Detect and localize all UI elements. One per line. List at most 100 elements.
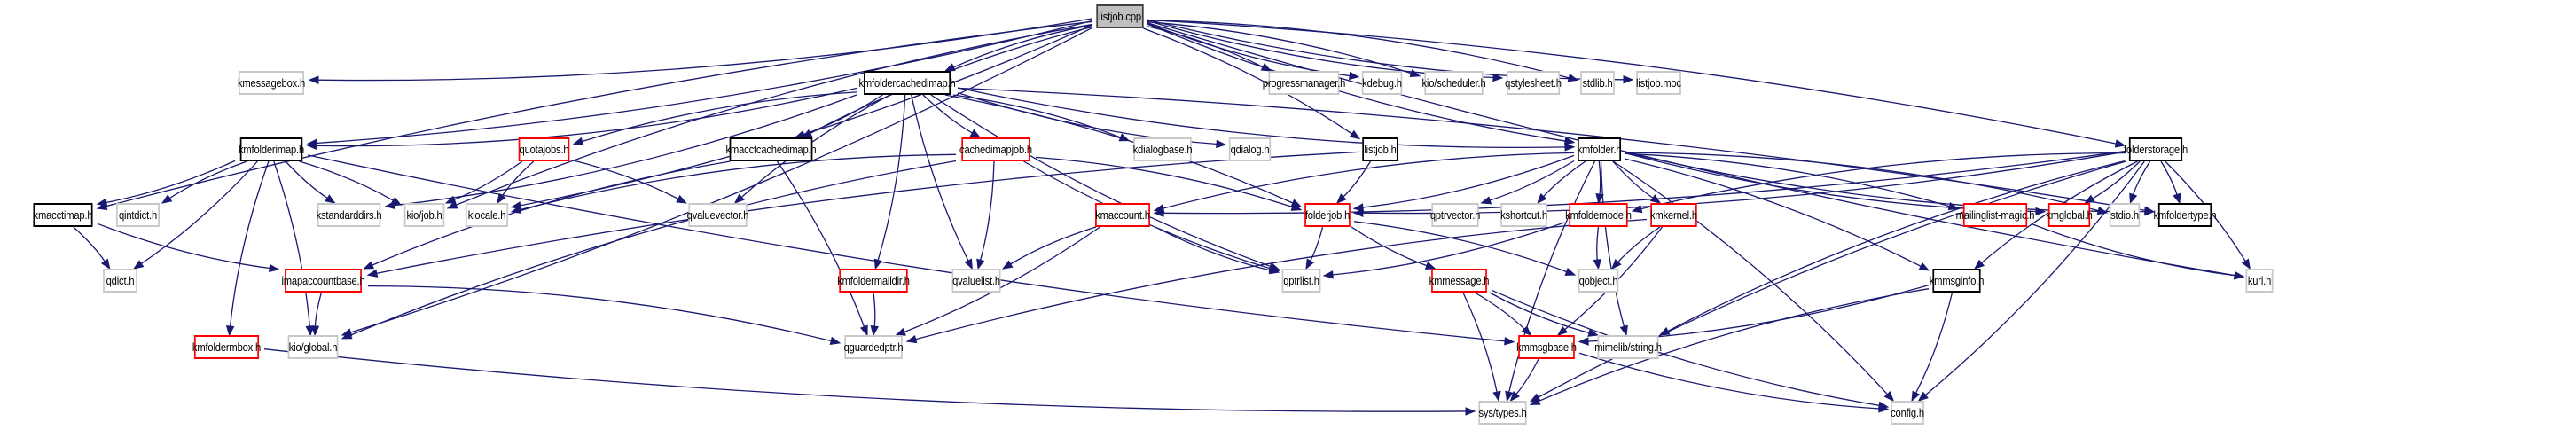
arrowhead-kmaccount-to-qguardedptr bbox=[895, 327, 906, 336]
arrowhead-kmfoldercachedimap-to-qvaluelist bbox=[964, 258, 973, 270]
node-kdebug-h[interactable]: kdebug.h bbox=[1361, 71, 1403, 95]
node-mimelib-string-h[interactable]: mimelib/string.h bbox=[1594, 335, 1662, 359]
node-kmacctimap-h[interactable]: kmacctimap.h bbox=[33, 203, 93, 227]
edge-listjob_cpp-to-stdlib bbox=[1147, 20, 1570, 79]
edge-kmacctcachedimap-to-qguardedptr bbox=[776, 160, 865, 328]
node-kmkernel-h[interactable]: kmkernel.h bbox=[1650, 203, 1697, 227]
arrowhead-listjob_h-to-imapaccountbase bbox=[366, 269, 379, 278]
node-kmfolder-h[interactable]: kmfolder.h bbox=[1578, 137, 1622, 161]
node-qptrvector-h[interactable]: qptrvector.h bbox=[1430, 203, 1480, 227]
node-qstylesheet-h[interactable]: qstylesheet.h bbox=[1505, 71, 1562, 95]
arrowhead-kmfolder-to-kmglobal bbox=[2035, 207, 2047, 216]
node-config-h[interactable]: config.h bbox=[1891, 401, 1924, 425]
arrowhead-kmmsginfo-to-sys_types bbox=[1529, 396, 1541, 405]
node-stdlib-h[interactable]: stdlib.h bbox=[1580, 71, 1615, 95]
node-kmessagebox-h[interactable]: kmessagebox.h bbox=[238, 71, 305, 95]
edge-kmfolderimap-to-qintdict bbox=[168, 160, 247, 199]
node-kmfoldercachedimap-h[interactable]: kmfoldercachedimap.h bbox=[858, 71, 956, 95]
edge-kmfoldercachedimap-to-kmfolder bbox=[957, 87, 1567, 149]
edge-kmfoldercachedimap-to-cachedimapjob bbox=[922, 94, 974, 135]
arrowhead-kmmsginfo-to-config bbox=[1911, 390, 1921, 403]
node-kdialogbase-h[interactable]: kdialogbase.h bbox=[1133, 137, 1193, 161]
node-listjob-cpp[interactable]: listjob.cpp bbox=[1096, 4, 1144, 28]
arrowhead-kmfolderimap-to-kio_job bbox=[390, 196, 403, 206]
node-kshortcut-h[interactable]: kshortcut.h bbox=[1500, 203, 1547, 227]
edge-kmmsginfo-to-kmmsgbase bbox=[1586, 284, 1930, 342]
node-kstandarddirs-h[interactable]: kstandarddirs.h bbox=[317, 203, 382, 227]
node-qvaluelist-h[interactable]: qvaluelist.h bbox=[951, 269, 1001, 293]
node-qobject-h[interactable]: qobject.h bbox=[1578, 269, 1619, 293]
edge-kmfolderimap-to-kstandarddirs bbox=[285, 160, 329, 199]
node-qintdict-h[interactable]: qintdict.h bbox=[115, 203, 161, 227]
arrowhead-kmfolder-to-sys_types bbox=[1505, 390, 1514, 403]
edge-kmfolderimap-to-kmfoldermbox bbox=[229, 160, 270, 328]
edge-listjob_h-to-folderjob bbox=[1342, 160, 1372, 199]
arrowhead-mailinglist_magic-to-kurl bbox=[2234, 271, 2245, 280]
node-imapaccountbase-h[interactable]: imapaccountbase.h bbox=[281, 269, 365, 293]
edge-kmfoldercachedimap-to-folderjob bbox=[944, 94, 1295, 204]
edge-listjob_cpp-to-listjob_h bbox=[1143, 27, 1353, 136]
node-qvaluevector-h[interactable]: qvaluevector.h bbox=[687, 203, 749, 227]
node-kio-global-h[interactable]: kio/global.h bbox=[287, 335, 339, 359]
node-kmaccount-h[interactable]: kmaccount.h bbox=[1095, 203, 1150, 227]
arrowhead-kmfoldercachedimap-to-kmfolder bbox=[1564, 143, 1576, 152]
node-kmmessage-h[interactable]: kmmessage.h bbox=[1429, 269, 1490, 293]
edge-kmfoldercachedimap-to-kmfoldermaildir bbox=[877, 94, 906, 262]
node-qdict-h[interactable]: qdict.h bbox=[103, 269, 137, 293]
arrowhead-kmmessage-to-sys_types bbox=[1492, 390, 1501, 403]
node-kmmsginfo-h[interactable]: kmmsginfo.h bbox=[1930, 269, 1984, 293]
node-klocale-h[interactable]: klocale.h bbox=[465, 203, 509, 227]
arrowhead-kmfolderimap-to-kio_global bbox=[305, 325, 314, 337]
edge-folderstorage-to-config bbox=[1924, 160, 2145, 396]
node-kmglobal-h[interactable]: kmglobal.h bbox=[2046, 203, 2093, 227]
arrowhead-kmfolder-to-kmmsginfo bbox=[1918, 262, 1930, 271]
node-listjob-h[interactable]: listjob.h bbox=[1362, 137, 1398, 161]
node-kio-scheduler-h[interactable]: kio/scheduler.h bbox=[1422, 71, 1486, 95]
node-kurl-h[interactable]: kurl.h bbox=[2245, 269, 2274, 293]
edge-folderjob-to-kmmessage bbox=[1351, 226, 1429, 267]
edge-kmfolderimap-to-qdict bbox=[140, 160, 258, 265]
node-qptrlist-h[interactable]: qptrlist.h bbox=[1281, 269, 1321, 293]
node-qdialog-h[interactable]: qdialog.h bbox=[1228, 137, 1272, 161]
arrowhead-listjob_cpp-to-kdebug bbox=[1349, 71, 1360, 81]
node-listjob-moc[interactable]: listjob.moc bbox=[1636, 71, 1681, 95]
node-mailinglist-magic-h[interactable]: mailinglist-magic.h bbox=[1956, 203, 2035, 227]
node-kmacctcachedimap-h[interactable]: kmacctcachedimap.h bbox=[726, 137, 817, 161]
node-qguardedptr-h[interactable]: qguardedptr.h bbox=[844, 335, 904, 359]
edge-kmfoldermbox-to-sys_types bbox=[263, 348, 1468, 412]
edge-kmfolder-to-kmmsginfo bbox=[1624, 158, 1922, 268]
node-sys-types-h[interactable]: sys/types.h bbox=[1478, 401, 1527, 425]
node-kmfoldermbox-h[interactable]: kmfoldermbox.h bbox=[192, 335, 261, 359]
node-folderstorage-h[interactable]: folderstorage.h bbox=[2124, 137, 2188, 161]
arrowhead-quotajobs-to-qvaluevector bbox=[676, 194, 687, 204]
arrowhead-kmfoldercachedimap-to-kdialogbase bbox=[1118, 133, 1131, 142]
node-kmfoldertype-h[interactable]: kmfoldertype.h bbox=[2154, 203, 2217, 227]
edge-kmfoldercachedimap-to-qptrlist bbox=[930, 94, 1272, 268]
arrowhead-kmmsgbase-to-sys_types bbox=[1509, 390, 1520, 403]
node-cachedimapjob-h[interactable]: cachedimapjob.h bbox=[959, 137, 1032, 161]
arrowhead-listjob_cpp-to-qstylesheet bbox=[1492, 73, 1504, 82]
arrowhead-kmfolderimap-to-kstandarddirs bbox=[325, 194, 336, 204]
edge-kmmsgbase-to-config bbox=[1578, 352, 1881, 410]
node-kmmsgbase-h[interactable]: kmmsgbase.h bbox=[1516, 335, 1577, 359]
node-kmfoldermaildir-h[interactable]: kmfoldermaildir.h bbox=[837, 269, 910, 293]
node-kmfolderimap-h[interactable]: kmfolderimap.h bbox=[239, 137, 304, 161]
node-kmfoldernode-h[interactable]: kmfoldernode.h bbox=[1565, 203, 1632, 227]
arrowhead-folderstorage-to-kmfoldertype bbox=[2173, 192, 2181, 205]
edge-quotajobs-to-klocale bbox=[501, 160, 535, 197]
edge-listjob_cpp-to-kio_global bbox=[349, 27, 1093, 333]
arrowhead-folderstorage-to-mimelib_string bbox=[1658, 326, 1671, 336]
arrowhead-folderstorage-to-stdio bbox=[2129, 192, 2138, 205]
edge-kmfolderimap-to-kio_global bbox=[273, 160, 311, 328]
arrowhead-kmfolder-to-mimelib_string bbox=[1619, 324, 1628, 337]
edge-kmfolder-to-kmaccount bbox=[1162, 152, 1575, 209]
node-stdio-h[interactable]: stdio.h bbox=[2109, 203, 2141, 227]
arrowhead-kmmessage-to-mimelib_string bbox=[1587, 328, 1600, 337]
node-folderjob-h[interactable]: folderjob.h bbox=[1304, 203, 1351, 227]
node-progressmanager-h[interactable]: progressmanager.h bbox=[1263, 71, 1345, 95]
node-kio-job-h[interactable]: kio/job.h bbox=[403, 203, 445, 227]
edge-kmfolder-to-folderjob bbox=[1361, 154, 1575, 208]
node-quotajobs-h[interactable]: quotajobs.h bbox=[518, 137, 570, 161]
